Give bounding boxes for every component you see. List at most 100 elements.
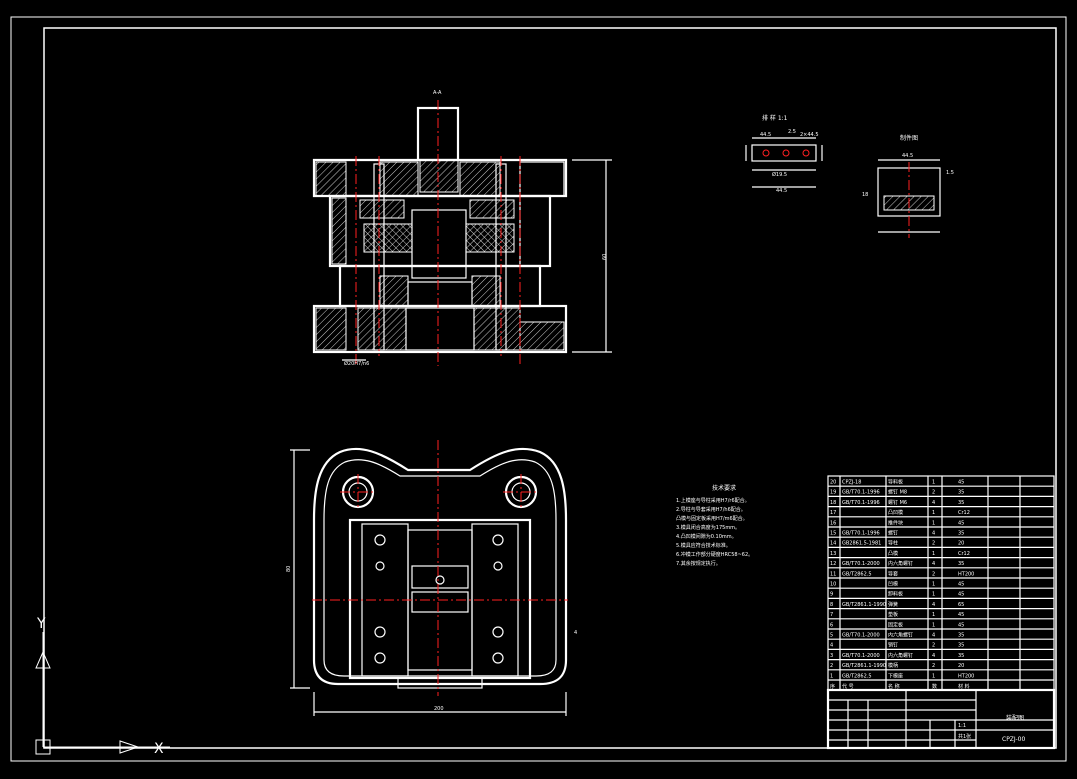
bom-cell-mat: 65 bbox=[958, 602, 964, 608]
bom-cell-qty: 1 bbox=[932, 592, 935, 598]
bom-cell-no: 16 bbox=[830, 520, 836, 526]
front-fit-dim: Ø20H7/n6 bbox=[344, 360, 369, 367]
bom-cell-name: 螺钉 M8 bbox=[888, 489, 907, 496]
bom-cell-qty: 4 bbox=[932, 531, 935, 537]
bom-cell-no: 6 bbox=[830, 622, 833, 628]
plan-left-dim: 80 bbox=[286, 566, 292, 572]
bom-cell-name: 凸模 bbox=[888, 550, 898, 557]
detail1-dim-2: 2×44.5 bbox=[800, 132, 819, 138]
bom-cell-no: 5 bbox=[830, 633, 833, 639]
bom-cell-name: 模柄 bbox=[888, 662, 898, 669]
bom-header-name: 名 称 bbox=[888, 683, 900, 690]
tech-note-3: 3.模具闭合高度为175mm。 bbox=[676, 524, 740, 531]
bom-cell-mat: 45 bbox=[958, 612, 964, 618]
bom-cell-name: 卸料板 bbox=[888, 591, 903, 598]
bom-cell-no: 14 bbox=[830, 541, 836, 547]
plan-right-dim: 4 bbox=[574, 630, 577, 636]
bom-cell-mat: 45 bbox=[958, 480, 964, 486]
tech-note-4: 4.凸凹模间隙为0.10mm。 bbox=[676, 533, 737, 540]
bom-cell-no: 8 bbox=[830, 602, 833, 608]
tech-notes-title: 技术要求 bbox=[712, 484, 736, 492]
bom-cell-qty: 1 bbox=[932, 480, 935, 486]
bom-cell-code: GB/T70.1-2000 bbox=[842, 561, 880, 567]
bom-cell-no: 18 bbox=[830, 500, 836, 506]
bom-cell-name: 凸凹模 bbox=[888, 509, 903, 516]
bom-cell-mat: 35 bbox=[958, 653, 964, 659]
title-block-scale: 1:1 bbox=[958, 723, 966, 729]
bom-cell-code: GB/T70.1-1996 bbox=[842, 531, 880, 537]
bom-cell-mat: 35 bbox=[958, 643, 964, 649]
bom-cell-code: GB/T70.1-1996 bbox=[842, 490, 880, 496]
bom-cell-qty: 2 bbox=[932, 663, 935, 669]
bom-header-qty: 数 bbox=[932, 683, 937, 690]
bom-cell-qty: 1 bbox=[932, 551, 935, 557]
bom-cell-mat: 35 bbox=[958, 500, 964, 506]
bom-cell-mat: 35 bbox=[958, 633, 964, 639]
bom-cell-name: 导柱 bbox=[888, 540, 898, 547]
bom-cell-code: GB/T2861.1-1990 bbox=[842, 602, 886, 608]
bom-cell-no: 15 bbox=[830, 531, 836, 537]
title-block: 装配图 CPZJ-00 1:1 共1张 bbox=[826, 688, 1056, 750]
outer-frame bbox=[10, 16, 1067, 762]
bom-cell-name: 固定板 bbox=[888, 621, 903, 628]
technical-notes: 技术要求 1.上模座与导柱采用H7/r6配合。 2.导柱与导套采用H7/h6配合… bbox=[676, 484, 753, 567]
bom-cell-qty: 1 bbox=[932, 510, 935, 516]
ucs-y-label: Y bbox=[36, 616, 46, 632]
detail1-dim-4: 44.5 bbox=[776, 188, 787, 194]
detail2-dim-2: 18 bbox=[862, 192, 868, 198]
bom-cell-name: 推件块 bbox=[888, 519, 903, 526]
detail2-dim-1: 1.5 bbox=[946, 170, 954, 176]
bom-cell-qty: 4 bbox=[932, 653, 935, 659]
bom-cell-qty: 2 bbox=[932, 541, 935, 547]
bom-cell-mat: 45 bbox=[958, 582, 964, 588]
plan-view: 80 200 4 bbox=[286, 440, 577, 716]
inner-frame bbox=[43, 27, 1057, 749]
bom-cell-code: GB/T70.1-2000 bbox=[842, 633, 880, 639]
bom-cell-code: GB/T70.1-1996 bbox=[842, 500, 880, 506]
bom-cell-mat: 45 bbox=[958, 622, 964, 628]
bom-cell-qty: 4 bbox=[932, 602, 935, 608]
bom-cell-code: GB2861.5-1981 bbox=[842, 541, 881, 547]
bom-cell-qty: 2 bbox=[932, 490, 935, 496]
bom-cell-no: 12 bbox=[830, 561, 836, 567]
title-block-drawing-no: CPZJ-00 bbox=[1002, 736, 1025, 743]
bom-cell-qty: 1 bbox=[932, 520, 935, 526]
detail1-dim-0: 44.5 bbox=[760, 132, 771, 138]
tech-note-2: 凸模与固定板采用H7/m6配合。 bbox=[676, 515, 748, 522]
section-marker: A-A bbox=[433, 90, 442, 96]
bom-cell-name: 内六角螺钉 bbox=[888, 652, 913, 659]
bom-cell-no: 9 bbox=[830, 592, 833, 598]
bom-header-mat: 材 料 bbox=[958, 683, 970, 690]
bom-cell-qty: 1 bbox=[932, 582, 935, 588]
bom-cell-mat: 35 bbox=[958, 490, 964, 496]
detail1-title: 排 样 1:1 bbox=[762, 114, 788, 122]
bom-cell-no: 4 bbox=[830, 643, 833, 649]
ucs-icon[interactable]: Y X bbox=[35, 616, 170, 757]
bom-cell-no: 19 bbox=[830, 490, 836, 496]
bom-cell-qty: 4 bbox=[932, 633, 935, 639]
bom-header-no: 序 bbox=[830, 683, 835, 690]
bom-cell-mat: Cr12 bbox=[958, 510, 970, 516]
bom-cell-name: 内六角螺钉 bbox=[888, 632, 913, 639]
bom-cell-code: GB/T2862.5 bbox=[842, 571, 872, 577]
bom-cell-name: 凹模 bbox=[888, 581, 898, 588]
bom-cell-qty: 2 bbox=[932, 643, 935, 649]
bom-cell-name: 导套 bbox=[888, 570, 898, 577]
tech-note-0: 1.上模座与导柱采用H7/r6配合。 bbox=[676, 497, 750, 504]
bom-header-code: 代 号 bbox=[842, 683, 854, 690]
bom-cell-name: 内六角螺钉 bbox=[888, 560, 913, 567]
strip-layout-detail: 排 样 1:1 44.5 2.5 2×44.5 Ø19.5 44.5 bbox=[745, 114, 823, 194]
bom-cell-qty: 4 bbox=[932, 500, 935, 506]
title-block-name: 装配图 bbox=[1006, 714, 1024, 722]
detail1-dim-1: 2.5 bbox=[788, 129, 796, 135]
bom-cell-no: 20 bbox=[830, 480, 836, 486]
detail2-dim-0: 44.5 bbox=[902, 153, 913, 159]
title-block-sheet: 共1张 bbox=[958, 733, 971, 740]
bom-cell-code: GB/T2861.1-1990 bbox=[842, 663, 886, 669]
detail1-dim-3: Ø19.5 bbox=[772, 171, 787, 178]
bom-cell-code: GB/T2862.5 bbox=[842, 673, 872, 679]
bom-cell-mat: Cr12 bbox=[958, 551, 970, 557]
bom-cell-name: 导料板 bbox=[888, 479, 903, 486]
